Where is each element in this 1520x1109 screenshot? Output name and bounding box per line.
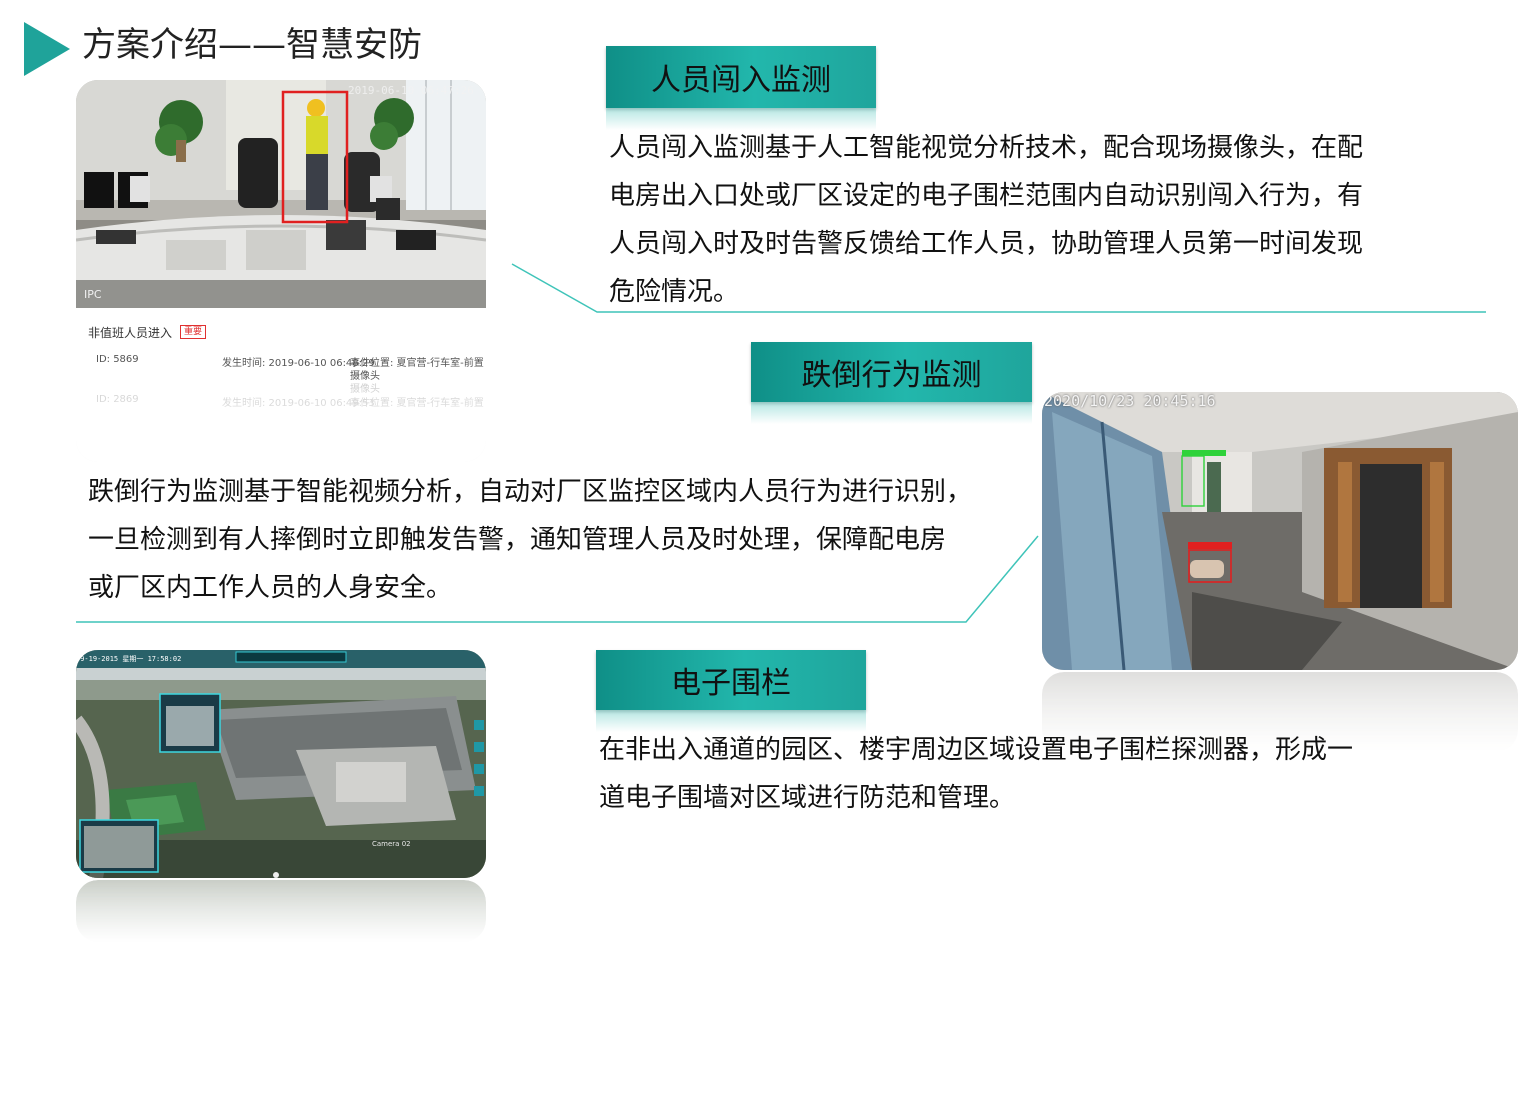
- aerial-view-scene: [76, 650, 486, 878]
- connector-line-fall: [76, 535, 1039, 623]
- alert-time: 发生时间: 2019-06-10 06:48:29: [222, 358, 375, 369]
- corridor-camera-image: 2020/10/23 20:45:16: [1042, 392, 1518, 670]
- paragraph-intrusion-line: 人员闯入时及时告警反馈给工作人员，协助管理人员第一时间发现: [609, 229, 1364, 259]
- alert-location: 事件位置: 夏官营-行车室-前置: [350, 358, 484, 369]
- page-title: 方案介绍——智慧安防: [82, 25, 422, 65]
- alert-row2-note: 摄像头: [350, 384, 380, 395]
- paragraph-intrusion-line: 人员闯入监测基于人工智能视觉分析技术，配合现场摄像头，在配: [609, 133, 1364, 163]
- paragraph-fence: 在非出入通道的园区、楼宇周边区域设置电子围栏探测器，形成一 道电子围墙对区域进行…: [599, 726, 1479, 822]
- paragraph-fall-line: 或厂区内工作人员的人身安全。: [88, 573, 453, 603]
- aerial-view-image: 09-19-2015 星期一 17:58:02 Camera 02: [76, 650, 486, 878]
- corridor-camera-scene: [1042, 392, 1518, 670]
- label-intrusion-text: 人员闯入监测: [651, 63, 831, 98]
- alert-row2-id: ID: 2869: [96, 394, 139, 405]
- label-fall-text: 跌倒行为监测: [801, 358, 982, 393]
- alert-location-2: 摄像头: [350, 371, 380, 382]
- connector-line-intrusion: [511, 263, 1486, 313]
- paragraph-fence-line: 在非出入通道的园区、楼宇周边区域设置电子围栏探测器，形成一: [599, 735, 1354, 765]
- corridor-image-reflection: [1042, 672, 1518, 752]
- paragraph-fall-line: 一旦检测到有人摔倒时立即触发告警，通知管理人员及时处理，保障配电房: [88, 525, 947, 555]
- aerial-timestamp: 09-19-2015 星期一 17:58:02: [76, 655, 182, 663]
- alert-row2-location: 事件位置: 夏官营-行车室-前置: [350, 398, 484, 409]
- paragraph-intrusion: 人员闯入监测基于人工智能视觉分析技术，配合现场摄像头，在配 电房出入口处或厂区设…: [609, 124, 1489, 316]
- label-intrusion: 人员闯入监测: [606, 46, 876, 130]
- alert-title: 非值班人员进入: [88, 326, 173, 340]
- office-camera-scene: [76, 80, 486, 308]
- alert-card-reflection: 摄像头 ID: 2869 发生时间: 2019-06-10 06:49:53 事…: [76, 378, 486, 462]
- alert-badge: 重要: [180, 325, 207, 339]
- label-fence: 电子围栏: [596, 650, 866, 732]
- camera-tag: IPC: [84, 288, 102, 301]
- alert-card: 非值班人员进入 重要 ID: 5869 发生时间: 2019-06-10 06:…: [76, 308, 486, 462]
- paragraph-fence-line: 道电子围墙对区域进行防范和管理。: [599, 783, 1016, 813]
- corridor-camera-timestamp: 2020/10/23 20:45:16: [1044, 392, 1216, 410]
- paragraph-intrusion-line: 电房出入口处或厂区设定的电子围栏范围内自动识别闯入行为，有: [609, 181, 1364, 211]
- label-fence-text: 电子围栏: [671, 666, 791, 701]
- alert-row2-time: 发生时间: 2019-06-10 06:49:53: [222, 398, 375, 409]
- fall-detection-box: [1188, 549, 1232, 583]
- paragraph-fall: 跌倒行为监测基于智能视频分析，自动对厂区监控区域内人员行为进行识别， 一旦检测到…: [88, 468, 1008, 612]
- office-camera-image: 2019-06-10 06:47:26 IPC 非值班人员进入 重要 ID: 5…: [76, 80, 486, 462]
- label-fall: 跌倒行为监测: [751, 342, 1032, 424]
- detection-box: [281, 90, 349, 224]
- paragraph-intrusion-line: 危险情况。: [609, 277, 740, 307]
- alert-id: ID: 5869: [96, 354, 139, 365]
- title-arrow-icon: [24, 22, 70, 76]
- office-camera-timestamp: 2019-06-10 06:47:26: [348, 84, 474, 97]
- aerial-camera-label: Camera 02: [372, 840, 411, 848]
- aerial-image-reflection: [76, 880, 486, 942]
- paragraph-fall-line: 跌倒行为监测基于智能视频分析，自动对厂区监控区域内人员行为进行识别，: [88, 477, 973, 507]
